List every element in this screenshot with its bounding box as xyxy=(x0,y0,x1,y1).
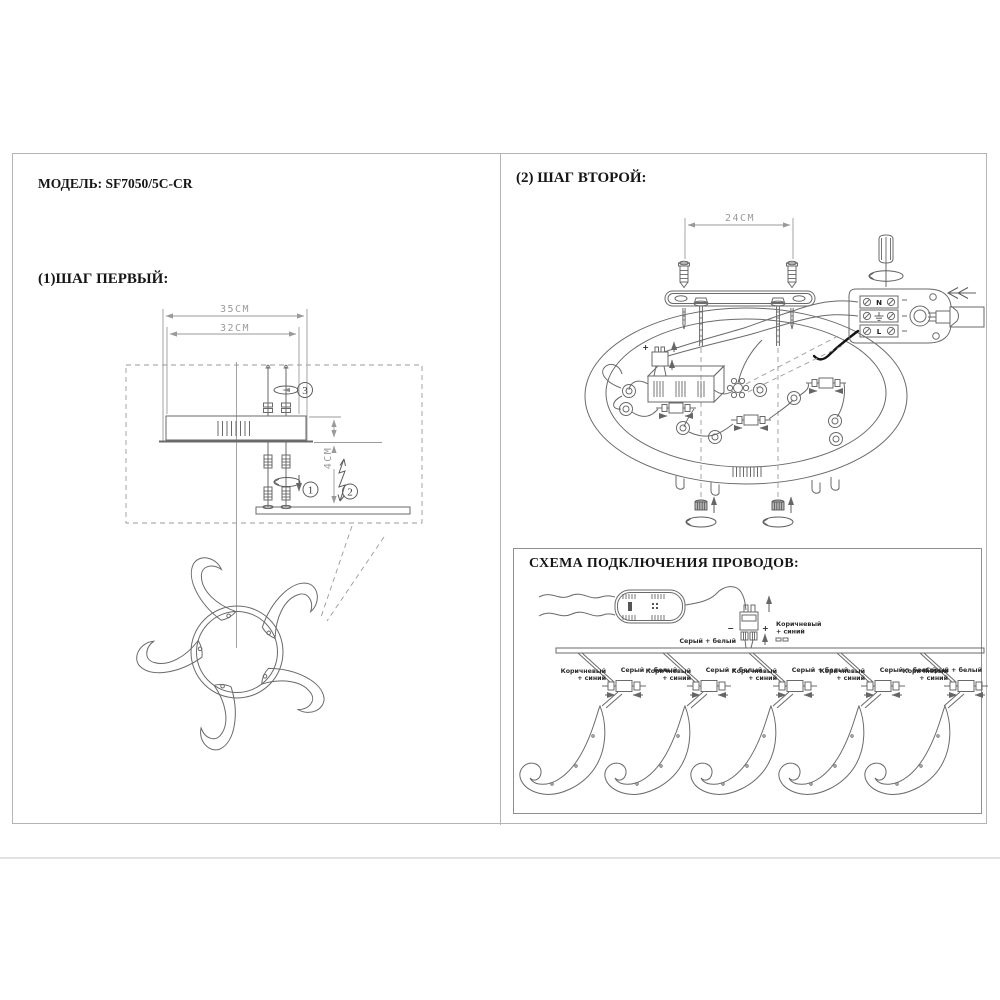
driver-output-wire xyxy=(684,586,747,611)
phase-wire-bold xyxy=(812,329,860,361)
insert-cable-arrow xyxy=(946,287,976,299)
scheme-main-connector: − + Серый + белый Коричневый + синий xyxy=(679,595,821,649)
mounting-rods-bottom xyxy=(262,440,302,510)
dim-32cm-label: 32CM xyxy=(220,323,250,334)
dim-35cm-label: 35CM xyxy=(220,304,250,315)
plate-inline-connectors xyxy=(656,378,846,428)
fastening-nuts xyxy=(685,496,794,528)
insert-arrow xyxy=(337,458,346,502)
branch-brown-label-2: + синий xyxy=(836,674,865,682)
scheme-top-gray-label: Серый + белый xyxy=(679,637,736,645)
dimension-35cm: 35CM xyxy=(162,304,308,441)
scheme-driver-box xyxy=(614,589,686,624)
wall-anchors xyxy=(678,260,798,288)
wiring-scheme-drawing: − + Серый + белый Коричневый + синий Кор… xyxy=(519,586,985,795)
lamp-arm xyxy=(690,705,777,795)
callout-1: 1 xyxy=(302,481,319,498)
branch-5: Коричневый + синий Серый + белый xyxy=(864,652,988,795)
callout-3-number: 3 xyxy=(302,385,308,397)
scheme-title: СХЕМА ПОДКЛЮЧЕНИЯ ПРОВОДОВ: xyxy=(529,556,799,571)
callout-2-number: 2 xyxy=(347,487,353,499)
branch-gray-label: Серый + белый xyxy=(621,666,678,674)
terminal-block: N L xyxy=(848,288,959,344)
branch-1: Коричневый + синий Серый + белый xyxy=(519,652,678,795)
branch-brown-label-1: Коричневый xyxy=(561,667,606,675)
callout-1-number: 1 xyxy=(308,485,314,497)
branch-brown-label-2: + синий xyxy=(919,674,948,682)
rotate-rod-ellipse xyxy=(273,477,301,487)
dimension-4cm: 4CM xyxy=(309,416,382,504)
screw-bosses xyxy=(619,383,843,446)
ceiling-plate xyxy=(584,307,908,496)
central-screw-cluster xyxy=(726,377,750,399)
lamp-arm xyxy=(864,705,951,795)
branch-2: Коричневый + синий Серый + белый xyxy=(604,652,763,795)
callout-3: 3 xyxy=(297,382,313,398)
column-divider xyxy=(500,153,501,825)
step1-title: (1)ШАГ ПЕРВЫЙ: xyxy=(38,271,169,287)
branch-brown-label-2: + синий xyxy=(748,674,777,682)
terminal-l-label: L xyxy=(877,328,882,336)
lamp-arm xyxy=(604,705,691,795)
lamp-arm xyxy=(778,705,865,795)
branch-gray-label: Серый + белый xyxy=(880,666,937,674)
canopy-vent-slots xyxy=(217,421,250,436)
scheme-top-brown-label-2: + синий xyxy=(776,628,805,636)
scheme-minus-sign: − xyxy=(727,624,734,633)
branch-gray-label: Серый + белый xyxy=(706,666,763,674)
terminal-n-label: N xyxy=(876,299,882,307)
fixture-plate-side xyxy=(255,506,411,515)
ceiling-dashed-outline xyxy=(125,364,423,524)
hanging-rods-top xyxy=(263,364,299,417)
plate-vent-slots xyxy=(732,467,762,477)
page-bottom-edge xyxy=(0,857,1000,859)
branch-brown-label-1: Коричневый xyxy=(903,667,948,675)
driver-input-connector: + − xyxy=(642,341,678,377)
dimension-24cm: 24CM xyxy=(684,213,794,259)
wiring-scheme-panel xyxy=(513,548,982,814)
led-driver-box xyxy=(646,364,726,404)
branch-gray-label: Серый + белый xyxy=(925,666,982,674)
branch-4: Коричневый + синий Серый + белый xyxy=(778,652,937,795)
model-label: МОДЕЛЬ: SF7050/5C-CR xyxy=(38,176,193,191)
step2-title: (2) ШАГ ВТОРОЙ: xyxy=(516,170,647,186)
canopy-body xyxy=(159,415,313,443)
callout-2: 2 xyxy=(342,483,358,500)
scheme-plus-sign: + xyxy=(762,624,769,633)
scheme-top-brown-label-1: Коричневый xyxy=(776,620,821,628)
dim-24cm-label: 24CM xyxy=(725,213,755,224)
lamp-arm xyxy=(519,705,606,795)
branch-brown-label-2: + синий xyxy=(662,674,691,682)
branch-brown-label-1: Коричневый xyxy=(820,667,865,675)
branch-3: Коричневый + синий Серый + белый xyxy=(690,652,849,795)
dimension-32cm: 32CM xyxy=(166,323,300,414)
ground-symbol-icon xyxy=(874,312,884,321)
terminal-row-ground xyxy=(859,309,899,323)
branch-brown-label-1: Коричневый xyxy=(646,667,691,675)
mounting-bar xyxy=(664,290,816,347)
branch-brown-label-1: Коричневый xyxy=(732,667,777,675)
branch-brown-label-2: + синий xyxy=(577,674,606,682)
screwdriver xyxy=(868,234,904,287)
branch-gray-label: Серый + белый xyxy=(792,666,849,674)
dim-4cm-label: 4CM xyxy=(323,447,334,470)
leader-to-bottom-view xyxy=(320,525,385,622)
fixture-bottom-view xyxy=(134,553,331,756)
scheme-mains-wires xyxy=(538,593,616,617)
driver-plus-sign: + xyxy=(642,343,649,352)
step1-drawing: 35CM 32CM 3 xyxy=(125,304,423,756)
mains-cable xyxy=(928,287,985,328)
terminal-row-l: L xyxy=(859,324,899,338)
step2-drawing: 24CM xyxy=(584,213,985,528)
plate-wiring xyxy=(602,300,860,437)
wire-bus xyxy=(555,647,985,654)
terminal-row-n: N xyxy=(859,295,899,309)
